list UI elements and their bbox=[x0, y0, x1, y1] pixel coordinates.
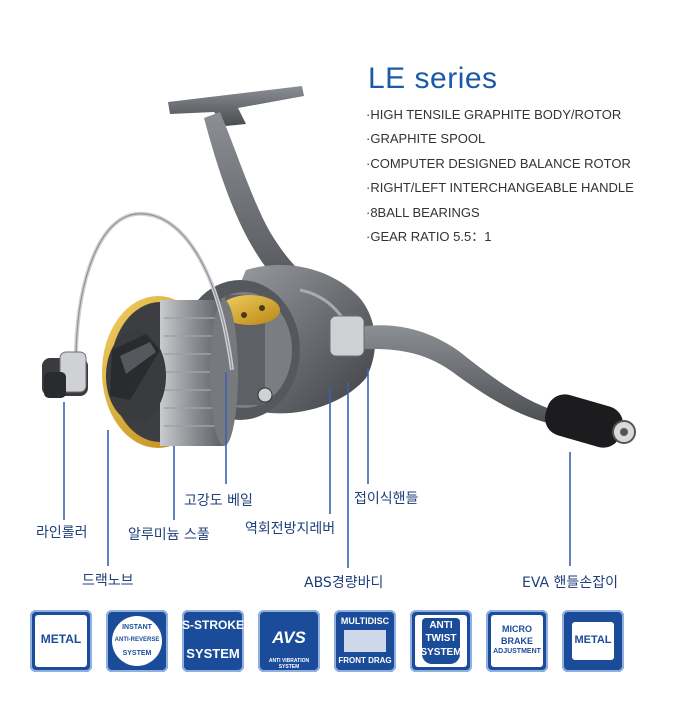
badge-text: ANTI bbox=[429, 620, 453, 631]
feature-list: ·HIGH TENSILE GRAPHITE BODY/ROTOR ·GRAPH… bbox=[366, 106, 634, 252]
callout-abs-body: ABS경량바디 bbox=[304, 575, 384, 591]
gold-ring bbox=[220, 295, 280, 325]
badge-anti-twist-system: ANTI TWIST SYSTEM bbox=[410, 610, 472, 672]
badge-text: ANTI VIBRATION SYSTEM bbox=[268, 658, 310, 670]
badge-text: TWIST bbox=[425, 633, 457, 644]
badge-micro-brake-adjustment: MICRO BRAKE ADJUSTMENT bbox=[486, 610, 548, 672]
eva-handle-knob-shape bbox=[544, 394, 636, 448]
badge-text: SYSTEM bbox=[122, 650, 152, 657]
badge-text: ANTI-REVERSE bbox=[114, 637, 160, 643]
badge-text: FRONT DRAG bbox=[338, 656, 392, 665]
series-title: LE series bbox=[368, 62, 498, 95]
callout-high-strength-bail: 고강도 베일 bbox=[184, 493, 253, 509]
feature-item: ·HIGH TENSILE GRAPHITE BODY/ROTOR bbox=[366, 107, 622, 122]
line-roller bbox=[42, 351, 88, 398]
badge-text: INSTANT bbox=[122, 624, 152, 631]
handle-arm bbox=[329, 315, 562, 426]
callout-lines bbox=[63, 368, 571, 568]
callout-drag-knob: 드랙노브 bbox=[82, 573, 134, 589]
callout-folding-handle: 접이식핸들 bbox=[354, 491, 419, 507]
badge-s-stroke-system: S-STROKE SYSTEM bbox=[182, 610, 244, 672]
badge-multidisc-front-drag: MULTIDISC FRONT DRAG bbox=[334, 610, 396, 672]
badge-text: AVS bbox=[272, 628, 306, 647]
badge-text: S-STROKE bbox=[182, 618, 244, 632]
callout-line-roller: 라인롤러 bbox=[36, 525, 88, 541]
badge-text: BRAKE bbox=[500, 636, 533, 646]
callout-eva-handle-knob: EVA 핸들손잡이 bbox=[522, 575, 618, 591]
badge-metal-text: METAL bbox=[40, 632, 82, 646]
feature-item: ·GEAR RATIO 5.5：1 bbox=[366, 228, 492, 244]
badge-text: ADJUSTMENT bbox=[493, 648, 541, 655]
badge-text: MICRO bbox=[502, 624, 532, 634]
feature-item: ·COMPUTER DESIGNED BALANCE ROTOR bbox=[366, 155, 631, 171]
badge-metal-2: METAL bbox=[562, 610, 624, 672]
bail-wire bbox=[74, 211, 234, 371]
badge-instant-anti-reverse: INSTANT ANTI-REVERSE SYSTEM bbox=[106, 610, 168, 672]
disc-graphic-icon bbox=[344, 630, 386, 652]
callout-aluminum-spool: 알루미늄 스풀 bbox=[128, 527, 210, 543]
drag-knob bbox=[106, 330, 166, 422]
feature-item: ·RIGHT/LEFT INTERCHANGEABLE HANDLE bbox=[366, 180, 634, 196]
badge-text: SYSTEM bbox=[420, 647, 462, 658]
badge-text: SYSTEM bbox=[186, 646, 240, 661]
badge-avs: AVS ANTI VIBRATION SYSTEM bbox=[258, 610, 320, 672]
badge-text: MULTIDISC bbox=[340, 616, 390, 626]
reel-foot bbox=[168, 86, 304, 126]
badge-metal: METAL bbox=[30, 610, 92, 672]
callout-anti-reverse-lever: 역회전방지레버 bbox=[245, 521, 336, 537]
shield-icon bbox=[422, 618, 460, 664]
feature-item: ·8BALL BEARINGS bbox=[366, 204, 480, 220]
feature-item: ·GRAPHITE SPOOL bbox=[366, 131, 486, 147]
badge-metal-2-text: METAL bbox=[574, 634, 612, 646]
feature-badges: METAL INSTANT ANTI-REVERSE SYSTEM S-STRO… bbox=[30, 610, 660, 672]
